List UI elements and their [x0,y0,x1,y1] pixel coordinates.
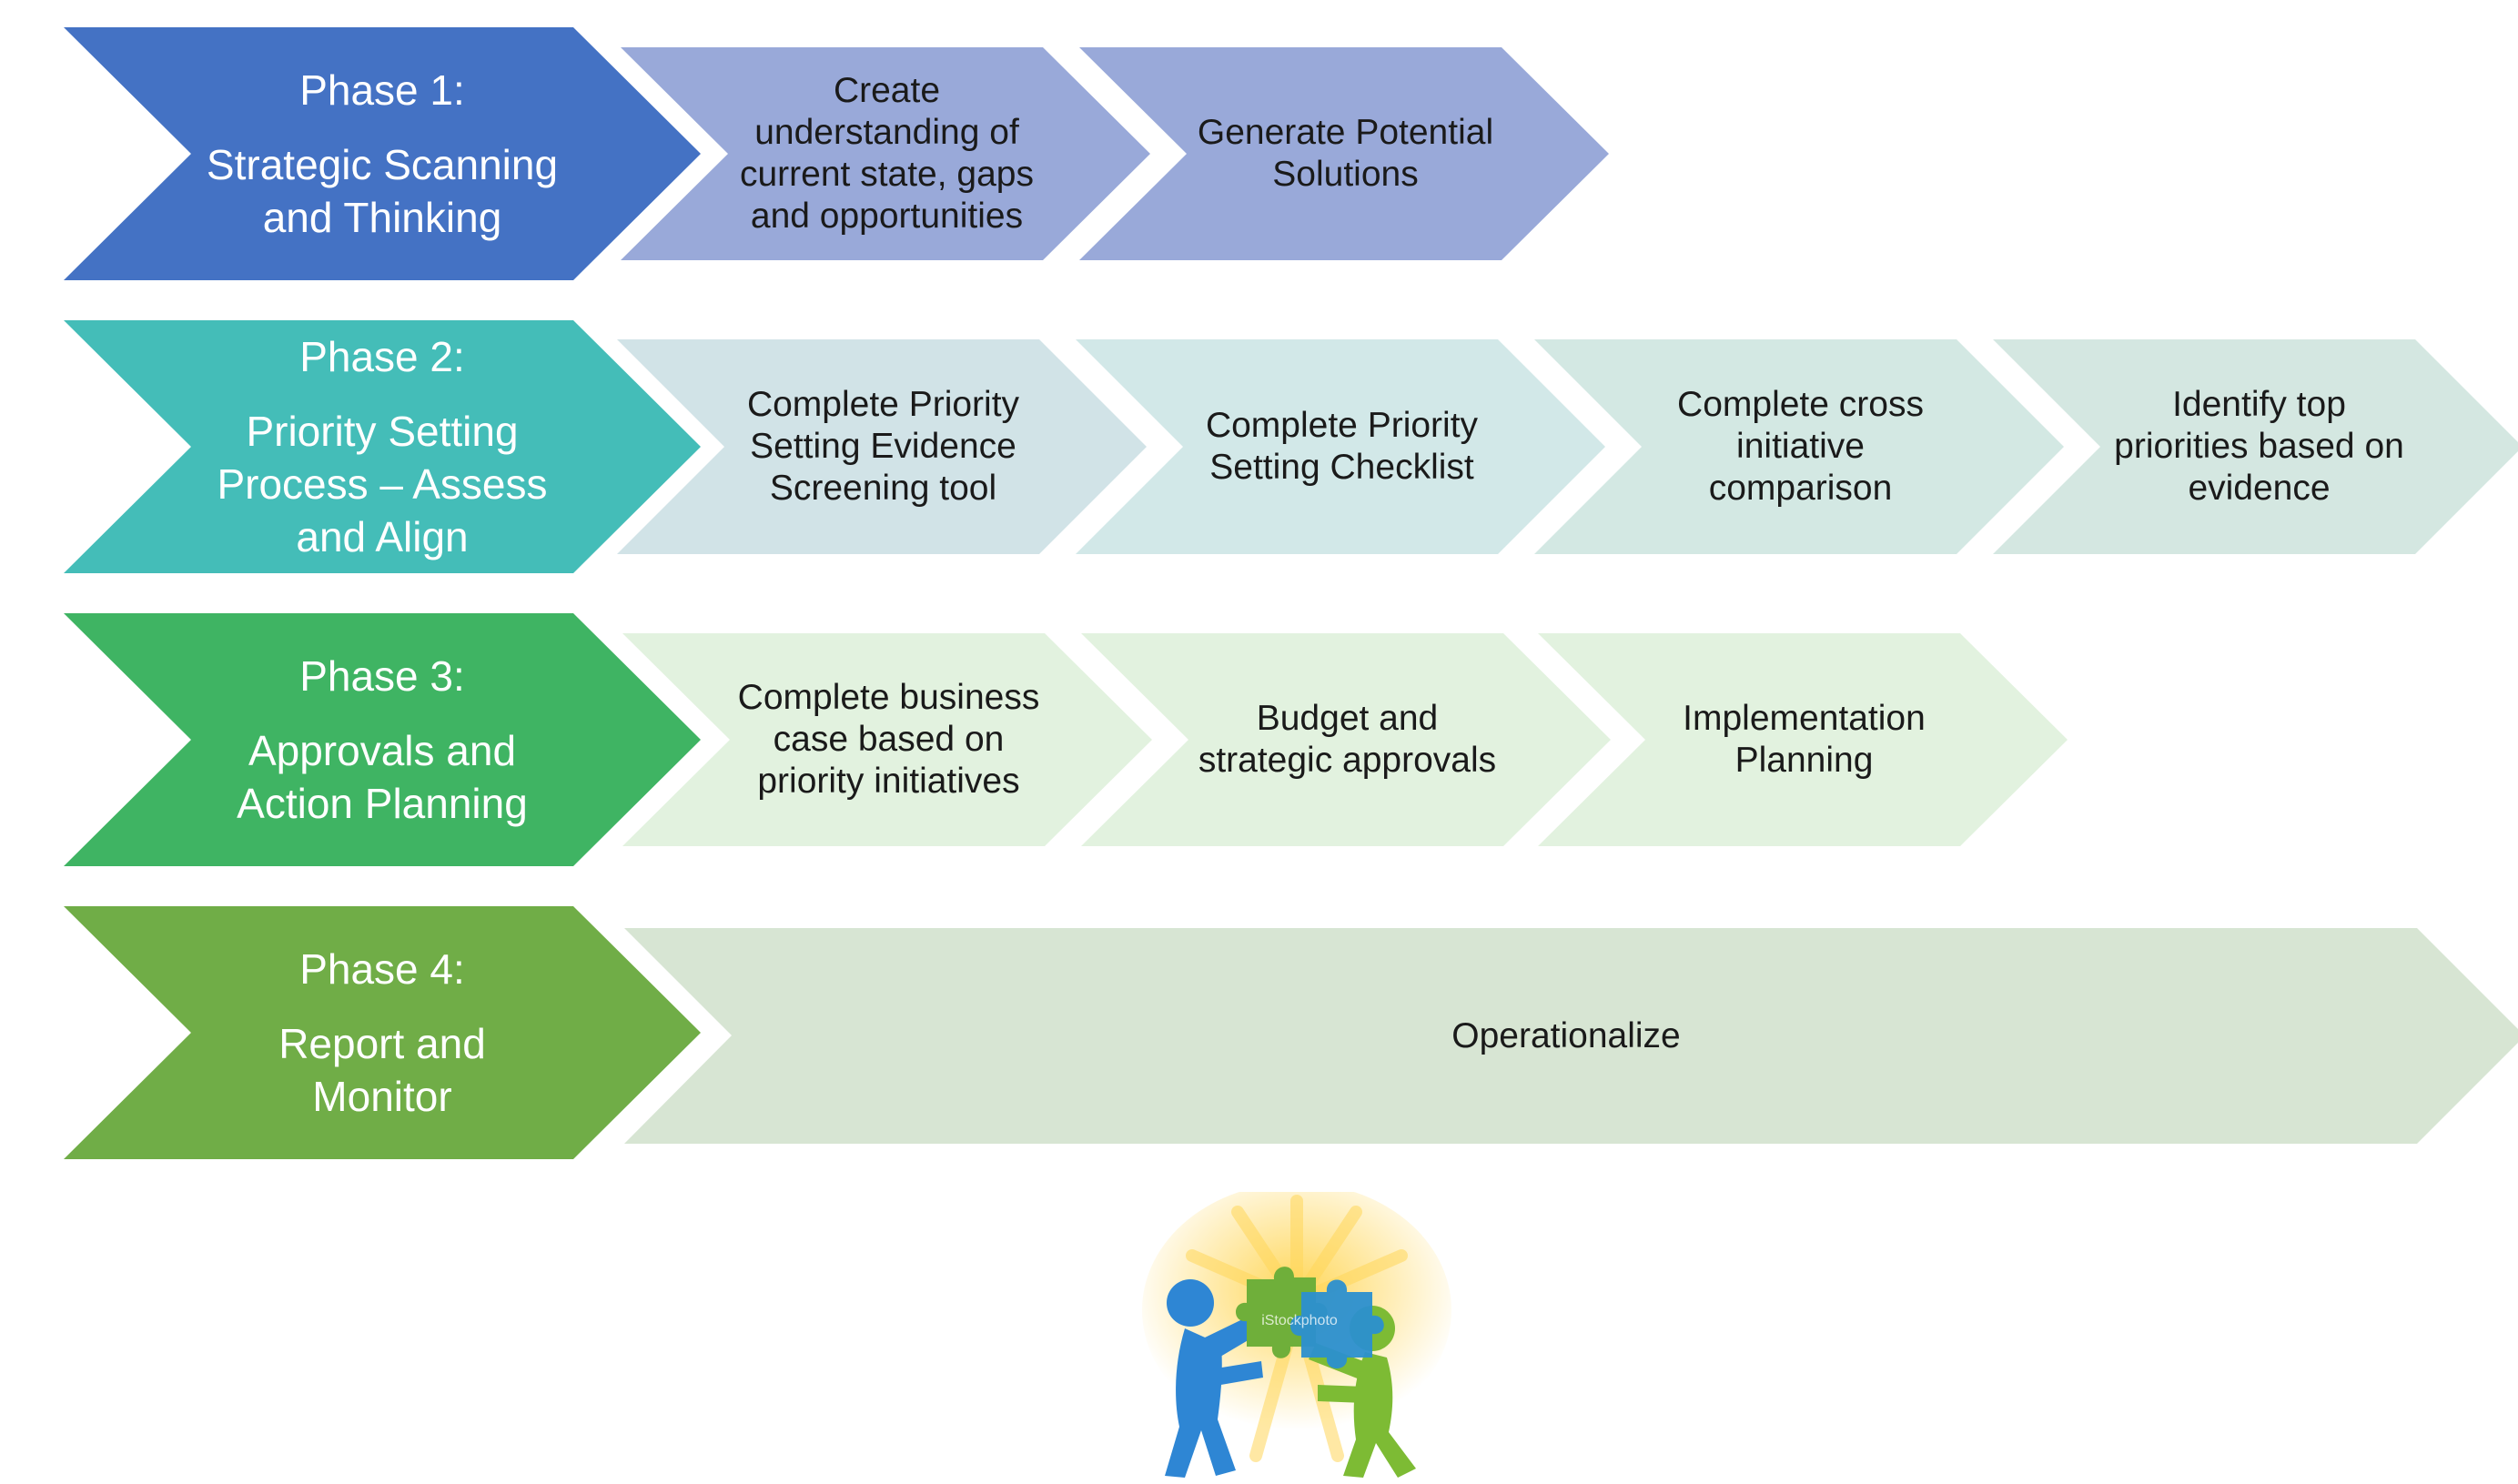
phase-1-step-1-line-1: Create [833,71,941,110]
puzzle-pieces [1236,1267,1384,1368]
phase-4-shape [64,906,701,1159]
phase-2-step-2-line-2: Setting Checklist [1209,448,1474,487]
phase-3-step-1-line-3: priority initiatives [757,762,1020,801]
phase-2-title: Phase 2: [299,333,465,380]
phase-2-chevron: Phase 2: Priority Setting Process – Asse… [64,320,701,573]
phase-3-line-1: Approvals and [248,727,517,774]
phase-1-step-2-line-2: Solutions [1272,155,1419,194]
phase-4-line-1: Report and [278,1020,486,1067]
phase-2-step-3: Complete cross initiative comparison [1534,339,2064,554]
phase-2-step-2-line-1: Complete Priority [1205,406,1479,445]
phase-1-step-1-shape [621,47,1150,260]
phase-3-step-3-shape [1538,633,2068,846]
phase-2-line-3: and Align [296,513,469,560]
phase-1-step-2: Generate Potential Solutions [1079,47,1609,260]
phase-2-step-1-line-2: Setting Evidence [750,427,1016,466]
phase-3-step-2: Budget and strategic approvals [1081,633,1611,846]
phase-1-title: Phase 1: [299,66,465,114]
phase-1-chevron: Phase 1: Strategic Scanning and Thinking [64,27,701,280]
phase-3-step-1-line-1: Complete business [737,678,1040,717]
watermark: iStockphoto [1261,1313,1338,1328]
phase-3-step-1-shape [622,633,1152,846]
phase-3-step-3-line-1: Implementation [1683,699,1926,738]
people-puzzle-icon: iStockphoto [1138,1183,1456,1479]
phase-4-line-2: Monitor [312,1073,452,1120]
phase-3-step-2-line-2: strategic approvals [1198,741,1497,780]
phase-1-step-1-line-3: current state, gaps [739,155,1034,194]
phase-2-step-4: Identify top priorities based on evidenc… [1993,339,2518,554]
phase-2-step-4-line-3: evidence [2188,469,2331,508]
phase-2-step-4-line-2: priorities based on [2114,427,2404,466]
left-figure [1165,1279,1274,1478]
phase-4-step-1-shape [624,928,2518,1144]
phase-3-step-1: Complete business case based on priority… [622,633,1152,846]
phase-3-step-3-line-2: Planning [1734,741,1874,780]
phase-3-chevron: Phase 3: Approvals and Action Planning [64,613,701,866]
phase-2-line-1: Priority Setting [246,408,519,455]
phase-2-step-4-shape [1993,339,2518,554]
phase-1-step-1-line-2: understanding of [754,113,1019,152]
phase-2-line-2: Process – Assess [217,460,548,508]
phase-2-step-3-line-2: initiative [1736,427,1865,466]
phase-1-line-1: Strategic Scanning [206,141,559,188]
phase-4-title: Phase 4: [299,945,465,993]
phase-1-step-1: Create understanding of current state, g… [621,47,1150,260]
phase-2-step-1: Complete Priority Setting Evidence Scree… [617,339,1147,554]
phase-1-step-1-line-4: and opportunities [750,197,1024,236]
phase-2-step-1-shape [617,339,1147,554]
phase-3-step-2-line-1: Budget and [1256,699,1439,738]
phase-3-title: Phase 3: [299,652,465,700]
phase-1-line-2: and Thinking [262,194,502,241]
phase-3-line-2: Action Planning [237,780,528,827]
phase-3-step-3: Implementation Planning [1538,633,2068,846]
phase-3-step-2-shape [1081,633,1611,846]
phase-2-step-2-shape [1076,339,1605,554]
phase-4-chevron: Phase 4: Report and Monitor [64,906,701,1159]
phase-1-step-2-shape [1079,47,1609,260]
phase-1-shape [64,27,701,280]
phase-2-step-1-line-1: Complete Priority [746,385,1020,424]
phase-2-step-3-line-1: Complete cross [1677,385,1924,424]
phase-3-step-1-line-2: case based on [773,720,1005,759]
phase-1-step-2-line-1: Generate Potential [1197,113,1494,152]
phase-4-step-1: Operationalize [624,928,2518,1144]
phase-2-shape [64,320,701,573]
phase-2-step-1-line-3: Screening tool [769,469,997,508]
phase-2-step-3-shape [1534,339,2064,554]
phase-2-step-4-line-1: Identify top [2172,385,2346,424]
phase-2-step-3-line-3: comparison [1708,469,1893,508]
phase-3-shape [64,613,701,866]
phase-2-step-2: Complete Priority Setting Checklist [1076,339,1605,554]
phase-4-step-1-line-1: Operationalize [1451,1015,1681,1055]
